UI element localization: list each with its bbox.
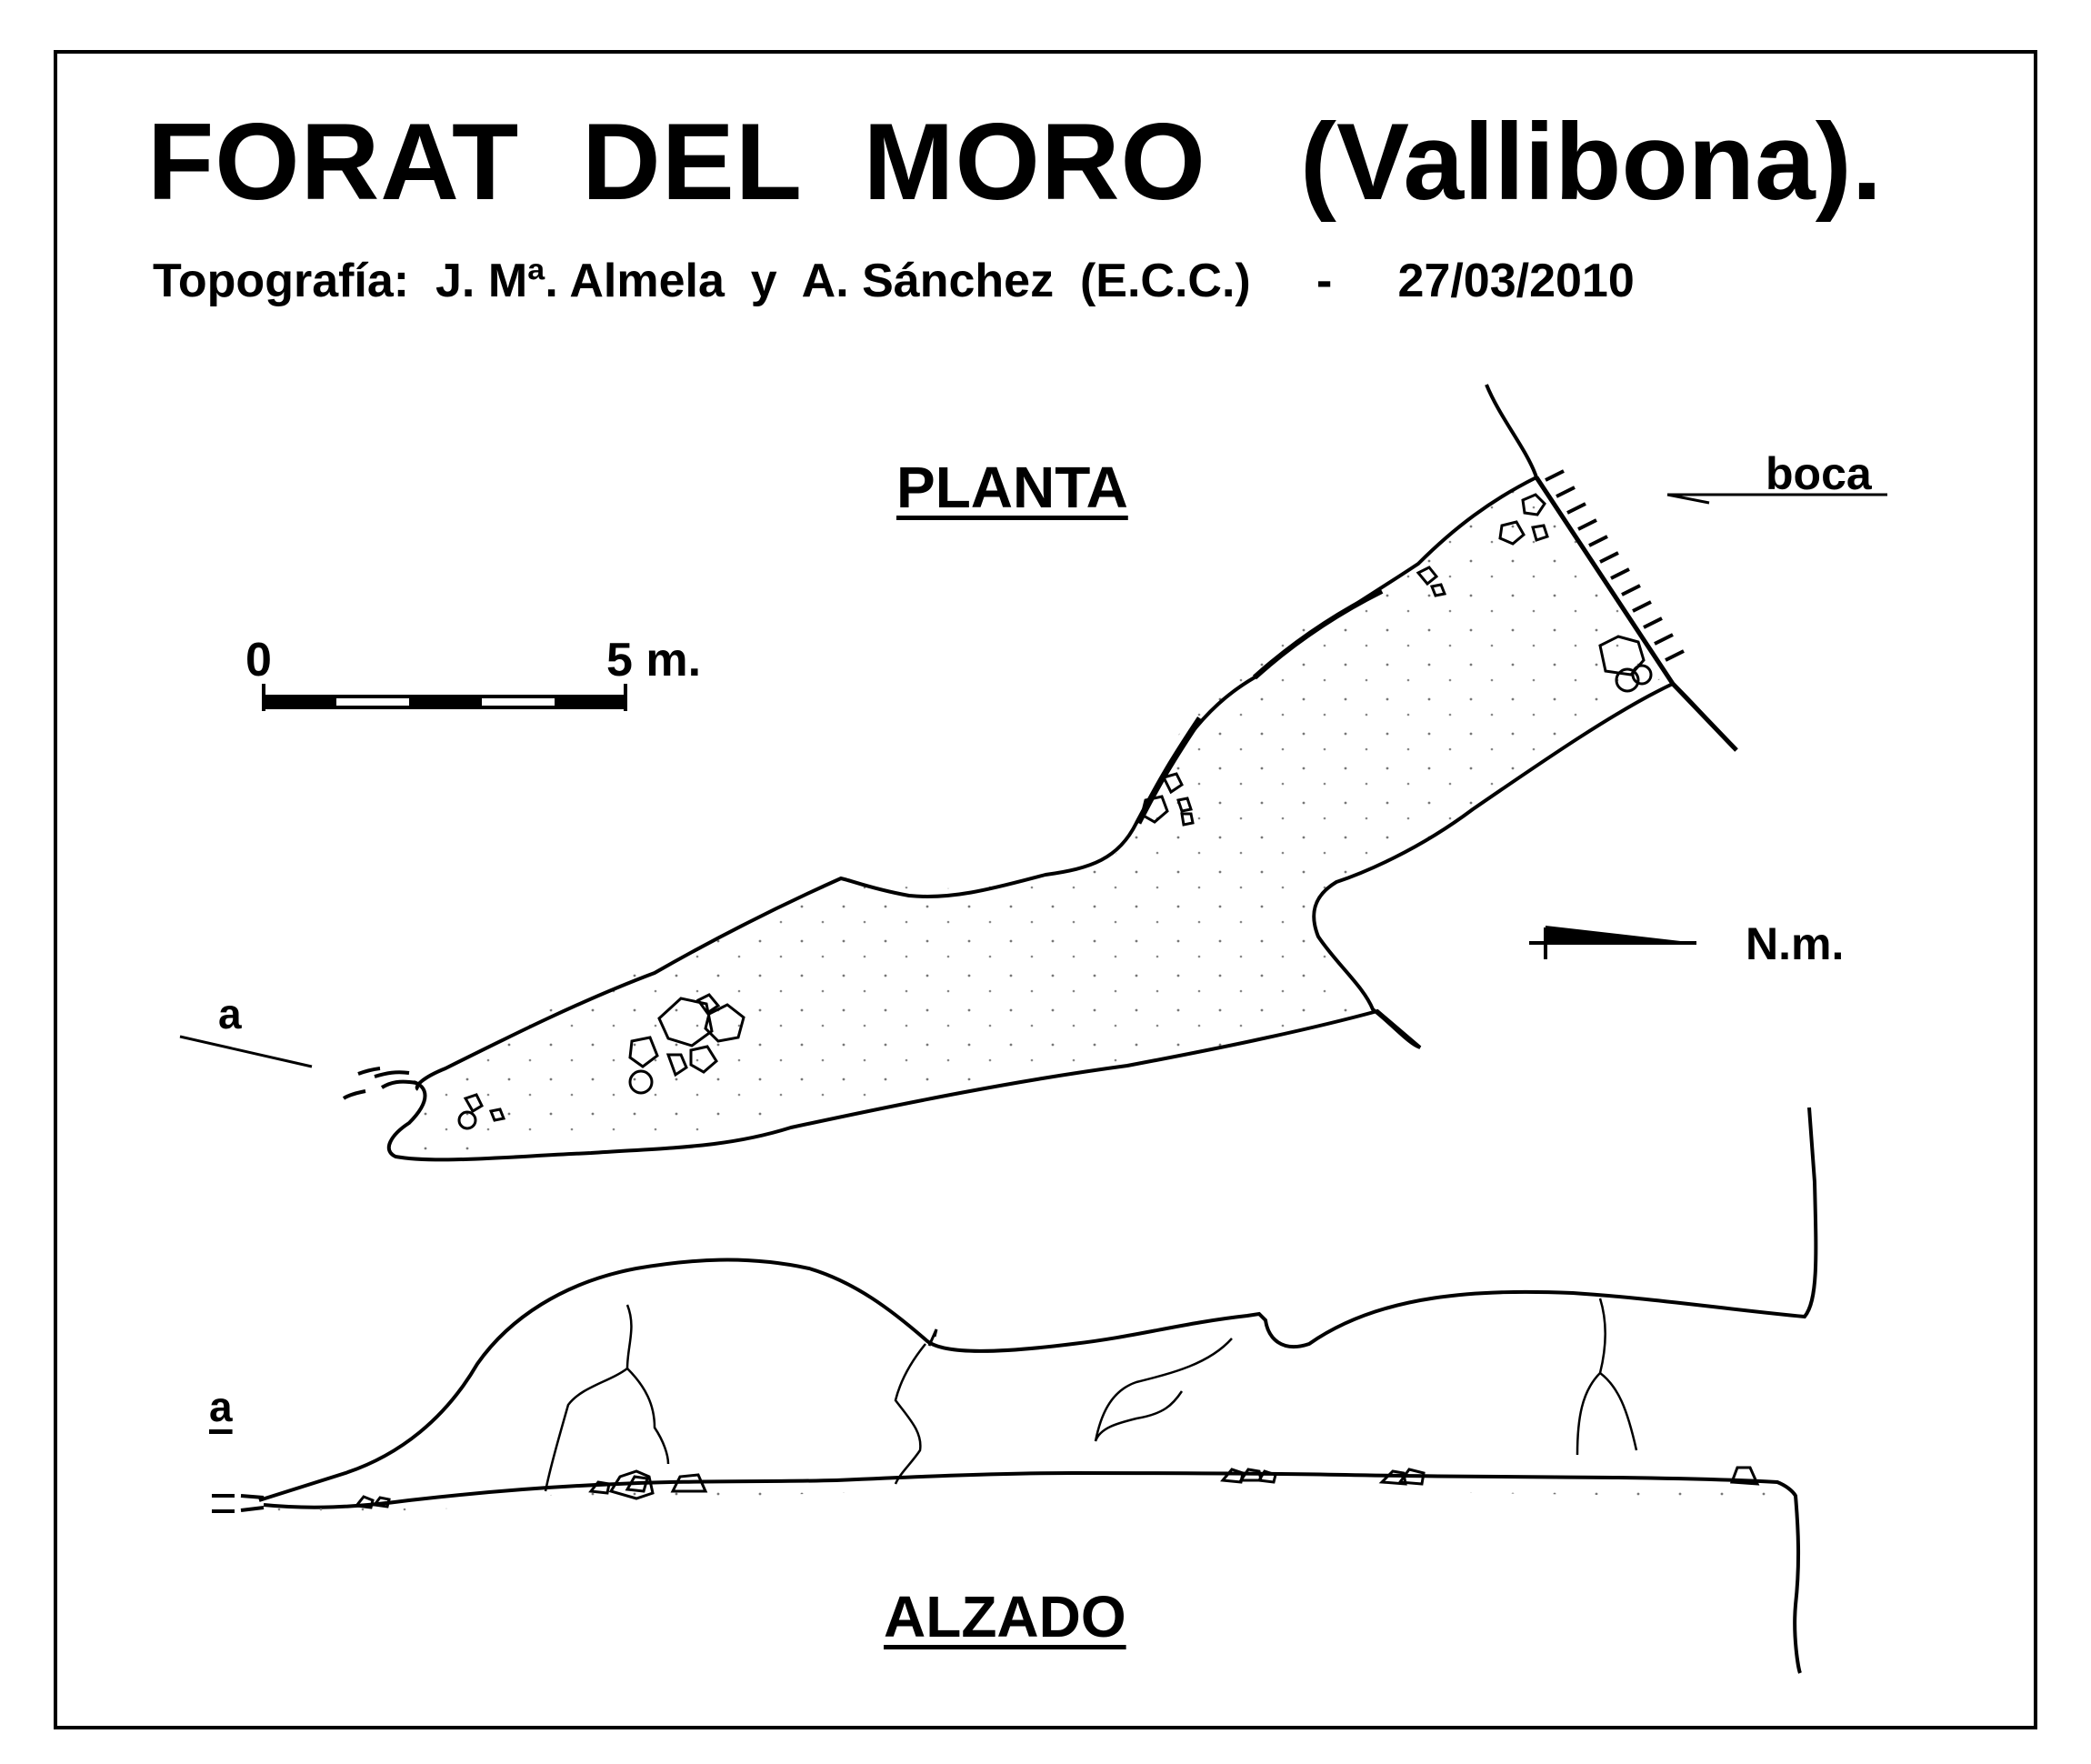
scale-end-label: 5 m. xyxy=(606,634,702,687)
plan-view-label: PLANTA xyxy=(896,455,1128,520)
cave-title: FORAT DEL MORO xyxy=(147,101,1206,223)
entrance-label: boca xyxy=(1766,448,1872,499)
entrance-drip-line xyxy=(1534,476,1738,752)
map-frame xyxy=(54,50,2037,1729)
elevation-floor-shading xyxy=(264,1479,1777,1517)
entrance-hachures xyxy=(1545,469,1685,662)
elevation-entry-dashes xyxy=(212,1494,265,1513)
plan-collapsed-end xyxy=(342,1070,417,1100)
cave-location: (Vallibona). xyxy=(1300,101,1883,223)
elevation-boulders xyxy=(354,1466,1760,1509)
plan-section-line xyxy=(179,1035,313,1068)
elevation-cracks xyxy=(544,1298,1638,1492)
north-label: N.m. xyxy=(1746,918,1845,969)
scale-bar xyxy=(262,684,627,711)
plan-boulders xyxy=(457,493,1653,1130)
plan-view xyxy=(179,384,1738,1162)
plan-upper-wall xyxy=(415,384,1539,1091)
survey-credits: Topografía: J. Mª. Almela y A. Sánchez (… xyxy=(153,255,1635,307)
plan-lower-wall xyxy=(386,681,1738,1162)
section-mark-plan: a xyxy=(218,990,242,1037)
elevation-view xyxy=(212,1107,1818,1674)
entrance-pointer xyxy=(1666,493,1887,505)
elevation-view-label: ALZADO xyxy=(884,1584,1126,1649)
section-mark-elevation: a xyxy=(209,1383,233,1430)
elevation-ceiling xyxy=(258,1107,1818,1502)
north-arrow xyxy=(1529,926,1696,959)
scale-start-label: 0 xyxy=(245,634,272,687)
plan-floor-shading xyxy=(395,476,1673,1155)
